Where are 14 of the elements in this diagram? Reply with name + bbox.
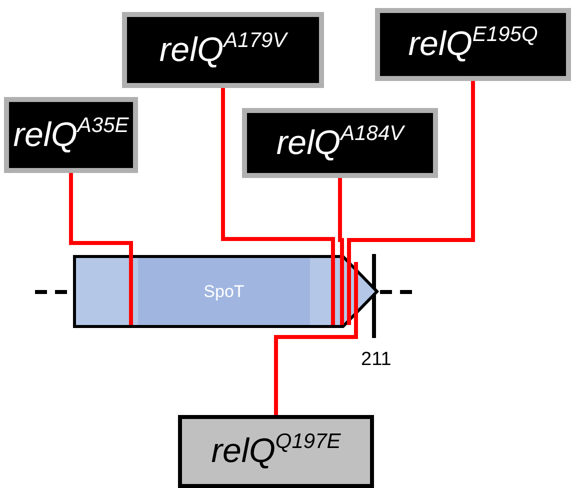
leader-line — [69, 173, 133, 325]
domain-name: SpoT — [204, 282, 244, 302]
allele-name: relQ$^{A179V}$ — [159, 30, 287, 70]
allele-name: relQ$^{Q197E}$ — [211, 432, 341, 471]
position-number: 211 — [361, 349, 392, 371]
domain-region — [138, 258, 310, 325]
allele-name: relQ$^{A184V}$ — [276, 124, 404, 162]
allele-name: relQ$^{A35E}$ — [13, 116, 129, 154]
leader-line — [338, 178, 344, 325]
leader-line — [347, 81, 475, 325]
allele-name: relQ$^{E195Q}$ — [408, 25, 538, 64]
leader-line — [221, 88, 335, 325]
gene-arrow — [73, 255, 379, 328]
leader-line — [274, 262, 358, 415]
